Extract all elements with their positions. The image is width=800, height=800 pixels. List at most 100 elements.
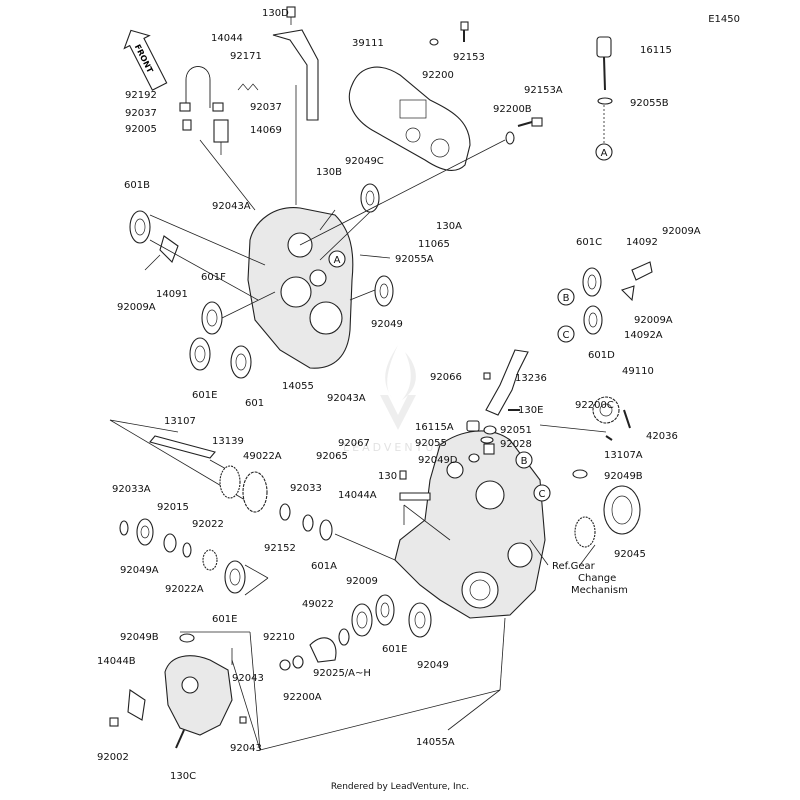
label-49110: 49110 [622, 366, 654, 377]
label-601e-mid: 601E [212, 614, 237, 625]
label-601c: 601C [576, 237, 602, 248]
label-601e-left: 601E [192, 390, 217, 401]
ref-note-line-2: Change [578, 573, 616, 584]
label-92200: 92200 [422, 70, 454, 81]
label-14044b: 14044B [97, 656, 136, 667]
label-92200c: 92200C [575, 400, 614, 411]
bracket-14091 [159, 235, 179, 263]
label-92049d: 92049D [418, 455, 458, 466]
label-14044: 14044 [211, 33, 243, 44]
label-92049a: 92049A [120, 565, 159, 576]
callout-a-dipstick: A [601, 148, 608, 159]
ref-note-line-3: Mechanism [571, 585, 628, 596]
label-130c: 130C [170, 771, 196, 782]
label-92045: 92045 [614, 549, 646, 560]
label-92015: 92015 [157, 502, 189, 513]
label-92153: 92153 [453, 52, 485, 63]
label-130e: 130E [518, 405, 543, 416]
label-92043-top: 92043 [232, 673, 264, 684]
callout-b-right: B [563, 293, 570, 304]
footer-credit: Rendered by LeadVenture, Inc. [331, 782, 469, 792]
gasket-39111 [348, 66, 471, 171]
label-92049b-right: 92049B [604, 471, 643, 482]
label-130b: 130B [316, 167, 342, 178]
label-92049-low: 92049 [417, 660, 449, 671]
label-92022: 92022 [192, 519, 224, 530]
small-bolts-top [429, 21, 543, 145]
label-92192: 92192 [125, 90, 157, 101]
label-92033: 92033 [290, 483, 322, 494]
label-92009: 92009 [346, 576, 378, 587]
leader-lines-lower [180, 424, 607, 751]
label-92025: 92025/A~H [313, 668, 371, 679]
label-92043a-top: 92043A [212, 201, 251, 212]
label-42036: 42036 [646, 431, 678, 442]
callout-a-left: A [334, 255, 341, 266]
label-14092a: 14092A [624, 330, 663, 341]
label-130d: 130D [262, 8, 289, 19]
label-92043a-mid: 92043A [327, 393, 366, 404]
label-92067: 92067 [338, 438, 370, 449]
bearings-right-upper [582, 261, 653, 335]
label-92005: 92005 [125, 124, 157, 135]
label-13107: 13107 [164, 416, 196, 427]
label-92049c: 92049C [345, 156, 384, 167]
gears-middle [219, 465, 333, 541]
label-92066: 92066 [430, 372, 462, 383]
leader-lines-left [149, 139, 506, 319]
label-13139: 13139 [212, 436, 244, 447]
label-92171: 92171 [230, 51, 262, 62]
label-14055: 14055 [282, 381, 314, 392]
watermark-logo [380, 345, 416, 430]
label-92037-a: 92037 [125, 108, 157, 119]
ref-note-line-1: Ref.Gear [552, 561, 596, 572]
callout-b-case: B [521, 456, 528, 467]
label-92022a: 92022A [165, 584, 204, 595]
dipstick-16115 [595, 36, 613, 161]
label-92055b: 92055B [630, 98, 669, 109]
label-130a: 130A [436, 221, 462, 232]
label-92200a: 92200A [283, 692, 322, 703]
diagram-code: E1450 [708, 14, 740, 25]
label-92049-upper: 92049 [371, 319, 403, 330]
label-14055a: 14055A [416, 737, 455, 748]
label-16115a: 16115A [415, 422, 454, 433]
label-49022: 49022 [302, 599, 334, 610]
gears-lower-mid [279, 594, 432, 671]
label-601a: 601A [311, 561, 337, 572]
label-92028: 92028 [500, 439, 532, 450]
label-92037-b: 92037 [250, 102, 282, 113]
label-16115: 16115 [640, 45, 672, 56]
label-49022a: 49022A [243, 451, 282, 462]
label-92210: 92210 [263, 632, 295, 643]
watermark-text: LEADVENTURE [343, 441, 457, 454]
label-92153a: 92153A [524, 85, 563, 96]
left-lower-parts [119, 518, 269, 596]
label-601d: 601D [588, 350, 615, 361]
callout-c-right: C [563, 330, 570, 341]
label-92051: 92051 [500, 425, 532, 436]
label-92152: 92152 [264, 543, 296, 554]
shift-arm-13236 [485, 349, 529, 416]
label-92009a-mid: 92009A [634, 315, 673, 326]
housing-bottom-left [164, 655, 233, 736]
label-14044a: 14044A [338, 490, 377, 501]
part-labels: 130D 14044 92171 92192 92037 92037 92005… [97, 8, 701, 782]
label-14092: 14092 [626, 237, 658, 248]
label-14069: 14069 [250, 125, 282, 136]
label-92049b-left: 92049B [120, 632, 159, 643]
label-92065: 92065 [316, 451, 348, 462]
bearings-left [129, 183, 394, 379]
label-130: 130 [378, 471, 397, 482]
label-92009a-right: 92009A [662, 226, 701, 237]
label-601f: 601F [201, 272, 226, 283]
label-601b: 601B [124, 180, 150, 191]
label-601: 601 [245, 398, 264, 409]
label-13236: 13236 [515, 373, 547, 384]
label-11065: 11065 [418, 239, 450, 250]
label-92009a-left: 92009A [117, 302, 156, 313]
label-13107a: 13107A [604, 450, 643, 461]
hose-group-shapes [179, 6, 319, 205]
